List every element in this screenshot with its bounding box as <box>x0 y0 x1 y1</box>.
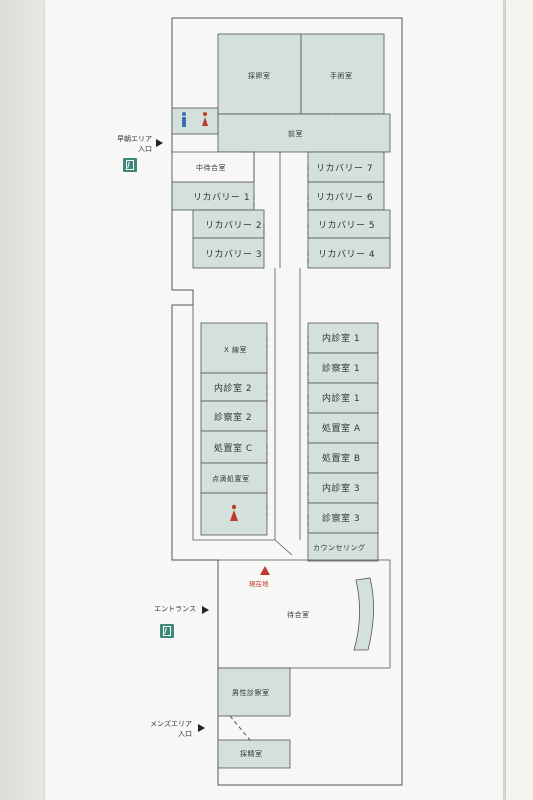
room-naishin-1b <box>307 382 379 414</box>
room-shochi-b <box>307 442 379 474</box>
label-shochi-b: 処置室 B <box>322 452 361 464</box>
room-naishin-1 <box>307 322 379 354</box>
arrow-right-icon <box>198 724 205 732</box>
room-recovery-7 <box>307 151 385 183</box>
label-naishin-2: 内診室 2 <box>214 382 252 394</box>
room-naka-machiai <box>171 151 255 183</box>
room-saisei <box>217 739 291 769</box>
room-dansei-shinsatsu <box>217 667 291 717</box>
label-shujutsu: 手術室 <box>330 71 353 80</box>
room-shochi-a <box>307 412 379 444</box>
mens-area-entrance-label: メンズエリア 入口 <box>150 720 192 738</box>
room-naishin-2 <box>200 372 268 402</box>
label-saiketsu-top: 採卵室 <box>248 71 271 80</box>
building-outline <box>171 17 403 786</box>
label-recovery-3: リカバリー 3 <box>205 249 262 260</box>
early-area-entrance-label: 早朝エリア 入口 <box>117 135 152 153</box>
room-xray <box>200 322 268 374</box>
current-location-label: 現在地 <box>249 580 269 588</box>
arrow-right-icon <box>156 139 163 147</box>
room-recovery-6 <box>307 181 385 211</box>
label-recovery-6: リカバリー 6 <box>316 192 373 203</box>
room-recovery-3 <box>192 237 265 269</box>
label-counseling: カウンセリング <box>313 543 366 552</box>
label-naishin-3: 内診室 3 <box>322 482 360 494</box>
emergency-exit-icon <box>123 158 137 172</box>
room-recovery-2 <box>192 209 265 239</box>
label-shochi-a: 処置室 A <box>322 422 361 434</box>
room-tenteki <box>200 462 268 494</box>
label-naishin-1: 内診室 1 <box>322 332 360 344</box>
room-shinsatsu-2 <box>200 400 268 432</box>
arrow-right-icon <box>202 606 209 614</box>
room-shinsatsu-3 <box>307 502 379 534</box>
label-shinsatsu-2: 診察室 2 <box>214 411 252 423</box>
label-shinsatsu-1: 診察室 1 <box>322 362 360 374</box>
room-toilet <box>171 107 219 135</box>
door-frame <box>505 0 533 800</box>
label-naka-machiai: 中待合室 <box>196 163 226 172</box>
label-recovery-1: リカバリー 1 <box>193 192 250 203</box>
current-location-triangle-icon <box>260 566 270 575</box>
waiting-bench <box>353 577 374 651</box>
label-recovery-4: リカバリー 4 <box>318 249 375 260</box>
label-machiai: 待合室 <box>287 610 310 619</box>
label-naishin-1b: 内診室 1 <box>322 392 360 404</box>
label-shinsatsu-3: 診察室 3 <box>322 512 360 524</box>
label-recovery-5: リカバリー 5 <box>318 220 375 231</box>
room-zenshitsu <box>217 113 391 153</box>
room-shinsatsu-1 <box>307 352 379 384</box>
label-recovery-7: リカバリー 7 <box>316 163 373 174</box>
room-counseling <box>307 532 379 562</box>
label-shochi-c: 処置室 C <box>214 442 253 454</box>
label-tenteki: 点滴処置室 <box>212 474 250 483</box>
label-dansei-shinsatsu: 男性診察室 <box>232 688 270 697</box>
room-recovery-4 <box>307 237 391 269</box>
label-recovery-2: リカバリー 2 <box>205 220 262 231</box>
toilet-woman-icon-2 <box>230 504 238 521</box>
toilet-man-icon <box>182 112 186 127</box>
emergency-exit-icon <box>160 624 174 638</box>
entrance-label: エントランス <box>154 605 196 613</box>
toilet-woman-icon <box>202 112 208 126</box>
room-machiai <box>217 559 391 669</box>
label-xray: X 線室 <box>224 345 247 354</box>
label-zenshitsu: 前室 <box>288 129 303 138</box>
label-saisei: 採精室 <box>240 749 263 758</box>
room-shujutsu <box>300 33 385 115</box>
